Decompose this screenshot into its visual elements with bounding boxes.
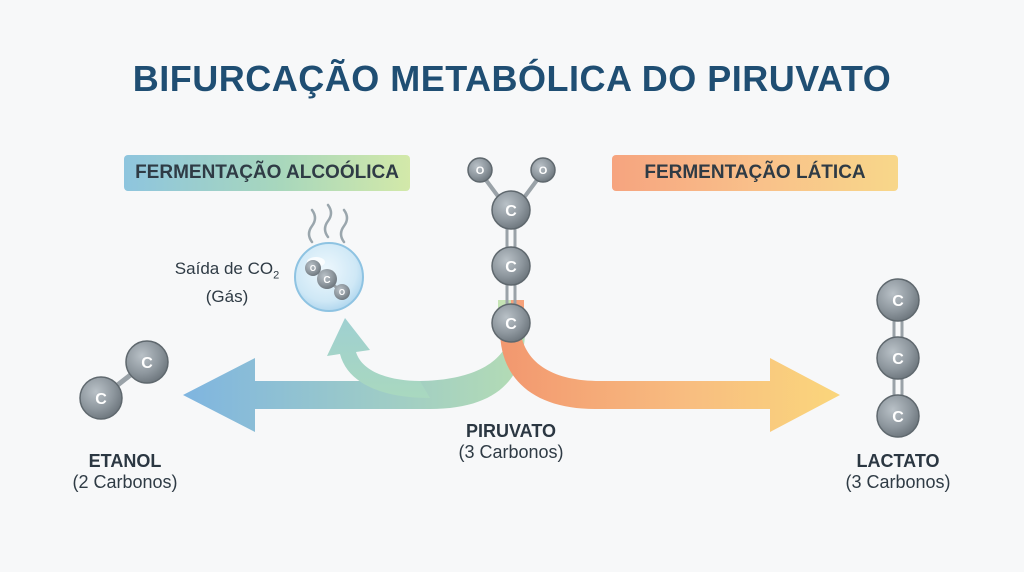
ethanol-label: ETANOL (2 Carbonos) — [40, 451, 210, 493]
ethanol-carbons: (2 Carbonos) — [72, 472, 178, 492]
lactate-name: LACTATO — [856, 451, 940, 471]
svg-text:O: O — [310, 264, 316, 273]
arrow-to-lactate — [500, 330, 840, 432]
arrow-co2-release — [327, 318, 430, 398]
svg-text:C: C — [505, 259, 517, 276]
svg-text:C: C — [141, 355, 153, 372]
svg-text:C: C — [505, 316, 517, 333]
svg-text:O: O — [339, 288, 345, 297]
ethanol-molecule: C C — [79, 340, 169, 420]
co2-output-label: Saída de CO2 (Gás) — [152, 258, 302, 308]
svg-text:C: C — [892, 409, 904, 426]
co2-label-text: Saída de CO — [174, 259, 274, 278]
lactate-carbons: (3 Carbonos) — [845, 472, 951, 492]
pyruvate-molecule: O O C C C — [467, 157, 556, 343]
svg-text:C: C — [323, 275, 330, 286]
co2-bubble: O C O — [294, 203, 364, 312]
page-title: BIFURCAÇÃO METABÓLICA DO PIRUVATO — [132, 58, 892, 99]
lactic-fermentation-label: FERMENTAÇÃO LÁTICA — [612, 155, 898, 191]
svg-text:C: C — [892, 351, 904, 368]
pyruvate-label: PIRUVATO (3 Carbonos) — [420, 421, 602, 463]
pyruvate-carbons: (3 Carbonos) — [458, 442, 564, 462]
alcoholic-fermentation-label: FERMENTAÇÃO ALCOÓLICA — [124, 155, 410, 191]
svg-text:O: O — [539, 165, 548, 177]
lactate-label: LACTATO (3 Carbonos) — [812, 451, 984, 493]
svg-text:O: O — [476, 165, 485, 177]
steam-icon — [307, 203, 349, 244]
co2-subscript: 2 — [273, 269, 280, 282]
svg-text:C: C — [505, 203, 517, 220]
lactate-molecule: C C C — [876, 278, 920, 438]
svg-text:C: C — [892, 293, 904, 310]
ethanol-name: ETANOL — [88, 451, 162, 471]
svg-text:C: C — [95, 391, 107, 408]
pyruvate-name: PIRUVATO — [465, 421, 556, 441]
arrow-to-ethanol — [183, 330, 525, 432]
co2-state: (Gás) — [205, 287, 249, 307]
